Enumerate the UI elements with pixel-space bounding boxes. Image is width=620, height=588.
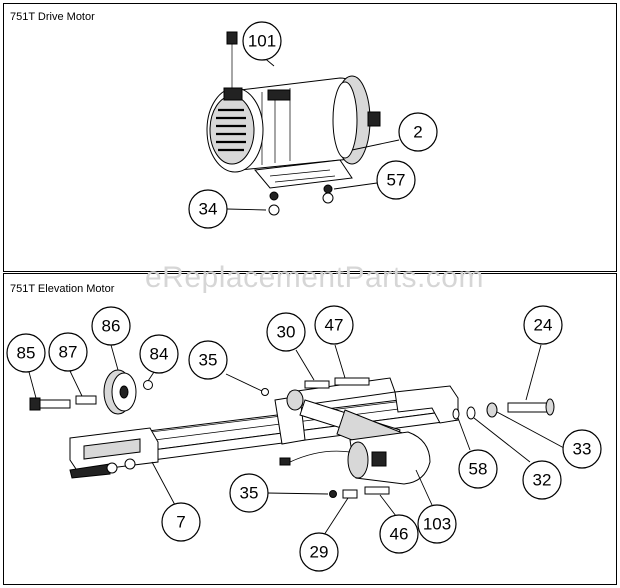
leader-84 xyxy=(147,371,155,382)
callout-47-label: 47 xyxy=(325,316,344,335)
callout-24-label: 24 xyxy=(534,316,553,335)
watermark-text: eReplacementParts.com xyxy=(145,261,484,294)
drive-motor-panel-title: 751T Drive Motor xyxy=(10,11,95,23)
callout-46-label: 46 xyxy=(390,525,409,544)
callout-35-upper: 35 xyxy=(188,340,228,380)
callout-33-label: 33 xyxy=(573,440,592,459)
leader-30 xyxy=(295,349,315,381)
callout-29-label: 29 xyxy=(310,543,329,562)
callout-46: 46 xyxy=(379,514,419,554)
callout-87: 87 xyxy=(48,332,88,372)
callout-34-label: 34 xyxy=(199,200,218,219)
callout-47: 47 xyxy=(314,305,354,345)
drive-motor-illustration xyxy=(206,31,381,216)
leader-103 xyxy=(415,469,433,506)
callout-84-label: 84 xyxy=(150,345,169,364)
callout-32: 32 xyxy=(522,460,562,500)
callout-32-label: 32 xyxy=(533,471,552,490)
leader-7 xyxy=(151,461,176,506)
callout-35-lower-label: 35 xyxy=(240,484,259,503)
callout-87-label: 87 xyxy=(59,343,78,362)
callout-86-label: 86 xyxy=(102,317,121,336)
callout-2: 2 xyxy=(398,112,438,152)
callout-2-label: 2 xyxy=(413,123,422,142)
callout-84: 84 xyxy=(139,334,179,374)
callout-30: 30 xyxy=(266,312,306,352)
callout-103: 103 xyxy=(417,504,457,544)
leader-46 xyxy=(379,494,397,517)
leader-2 xyxy=(351,139,400,151)
elevation-motor-illustration xyxy=(29,369,555,499)
leader-58 xyxy=(457,417,471,451)
leader-34 xyxy=(226,208,267,211)
leader-47 xyxy=(334,344,346,379)
leader-85 xyxy=(28,371,37,399)
leader-24 xyxy=(525,344,542,401)
callout-29: 29 xyxy=(299,532,339,572)
callout-86: 86 xyxy=(91,306,131,346)
elevation-motor-panel-title: 751T Elevation Motor xyxy=(10,283,115,295)
callout-58: 58 xyxy=(458,449,498,489)
leader-29 xyxy=(323,497,349,536)
drive-motor-panel-frame xyxy=(3,3,617,272)
callout-33: 33 xyxy=(562,429,602,469)
callout-101: 101 xyxy=(242,21,282,61)
callout-30-label: 30 xyxy=(277,323,296,342)
callout-57-label: 57 xyxy=(387,171,406,190)
callout-35-upper-label: 35 xyxy=(199,351,218,370)
callout-34: 34 xyxy=(188,189,228,229)
leader-86 xyxy=(110,344,119,371)
leader-33 xyxy=(496,411,565,449)
leader-87 xyxy=(69,370,83,397)
callout-35-lower: 35 xyxy=(229,473,269,513)
leader-57 xyxy=(333,182,378,190)
callout-58-label: 58 xyxy=(469,460,488,479)
elevation-motor-panel-frame xyxy=(3,273,617,585)
callout-85-label: 85 xyxy=(17,344,36,363)
leader-35-upper xyxy=(225,373,263,392)
callout-101-label: 101 xyxy=(248,32,276,51)
callout-57: 57 xyxy=(376,160,416,200)
callout-103-label: 103 xyxy=(423,515,451,534)
callout-7: 7 xyxy=(161,502,201,542)
callout-7-label: 7 xyxy=(176,513,185,532)
callout-85: 85 xyxy=(6,333,46,373)
leader-32 xyxy=(473,417,531,463)
leader-35-lower xyxy=(266,492,329,495)
callout-24: 24 xyxy=(523,305,563,345)
